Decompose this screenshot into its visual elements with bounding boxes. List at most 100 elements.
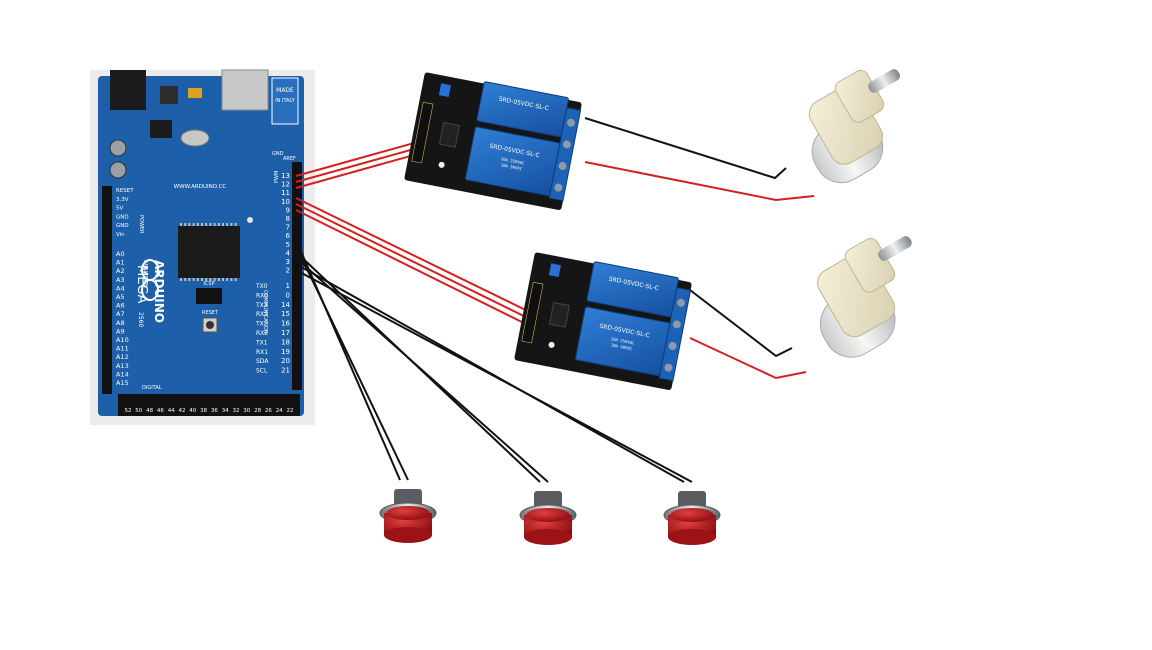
mcu-pin xyxy=(201,278,203,281)
digital-pin-46: 46 xyxy=(157,408,164,414)
pwm-pin-12: 12 xyxy=(281,181,290,189)
button-cap-bottom xyxy=(668,529,716,545)
button-cap-top xyxy=(386,506,430,520)
crystal xyxy=(180,129,210,147)
digital-pin-26: 26 xyxy=(265,408,272,414)
pwm-pin-10: 10 xyxy=(281,198,290,206)
comm-pin-name-1: TX0 xyxy=(255,283,268,290)
microcontroller-chip xyxy=(178,226,240,278)
comm-pin-name-16: TX2 xyxy=(255,321,268,328)
power-jack xyxy=(110,70,146,110)
wire-pin10-to-relay2 xyxy=(295,197,543,319)
capacitor-2 xyxy=(109,161,127,179)
analog-pin-a0: A0 xyxy=(116,250,125,258)
comm-header xyxy=(292,280,302,390)
screw-1 xyxy=(566,118,575,127)
digital-pin-30: 30 xyxy=(243,408,250,414)
input-header xyxy=(411,101,434,164)
mcu-pin xyxy=(184,223,187,226)
model-num-text: 2560 xyxy=(137,312,144,327)
analog-label: ANALOG IN xyxy=(142,260,148,288)
motor-shaft xyxy=(878,236,912,261)
wire-gnd-to-button2 xyxy=(295,257,549,483)
relay-module-bottom: SRD-05VDC-SL-C SRD-05VDC-SL-C 10A 250VAC… xyxy=(514,252,692,390)
comm-pin-name-19: RX1 xyxy=(256,349,268,356)
wire-gnd-to-button3 xyxy=(295,269,693,483)
analog-pin-a11: A11 xyxy=(116,345,129,353)
comm-pin-num-20: 20 xyxy=(281,357,290,365)
power-label: POWER xyxy=(138,215,144,234)
status-led xyxy=(548,341,555,348)
mcu-pin xyxy=(226,223,229,226)
pwm-header xyxy=(292,162,302,286)
relay-2-rating-1: 10A 250VAC xyxy=(500,156,525,166)
icsp-header xyxy=(196,288,222,304)
power-pin-5: Vin xyxy=(116,232,125,238)
digital-label: DIGITAL xyxy=(142,385,162,391)
pwm-pin-5: 5 xyxy=(286,241,290,249)
pwm-pin-11: 11 xyxy=(281,189,290,197)
usb-chip xyxy=(150,120,172,138)
wire-pin8-to-relay2 xyxy=(295,209,543,333)
made-label: MADE xyxy=(276,87,294,94)
comm-pin-num-16: 16 xyxy=(281,320,290,328)
pwm-pin-3: 3 xyxy=(286,258,290,266)
comm-pin-name-14: TX3 xyxy=(255,302,268,309)
digital-pin-52: 52 xyxy=(125,408,132,414)
digital-pin-22: 22 xyxy=(287,408,294,414)
analog-pin-a6: A6 xyxy=(116,302,125,310)
mcu-pin xyxy=(217,223,220,226)
analog-pin-a9: A9 xyxy=(116,327,125,335)
analog-pin-a13: A13 xyxy=(116,362,129,370)
comm-pin-name-0: RX0 xyxy=(256,292,268,299)
mcu-pin xyxy=(192,278,195,281)
mcu-pin xyxy=(205,223,208,226)
wire-pin12-to-relay1 xyxy=(295,143,433,183)
dc-gear-motor-bottom xyxy=(817,236,912,358)
optocoupler xyxy=(438,121,461,148)
mcu-pin xyxy=(226,278,229,281)
digital-pin-34: 34 xyxy=(222,408,229,414)
analog-pin-a14: A14 xyxy=(116,370,129,378)
comm-pin-num-21: 21 xyxy=(281,367,290,375)
screw-4 xyxy=(554,183,563,192)
status-led xyxy=(438,161,445,168)
digital-pin-32: 32 xyxy=(233,408,240,414)
button-cap-bottom xyxy=(384,527,432,543)
digital-pin-44: 44 xyxy=(168,408,175,414)
analog-pin-a12: A12 xyxy=(116,353,129,361)
comm-pin-num-14: 14 xyxy=(281,301,290,309)
fuse xyxy=(188,88,202,98)
mcu-pin xyxy=(230,223,233,226)
pwm-label: PWM xyxy=(274,171,280,183)
mcu-pin xyxy=(196,223,199,226)
mcu-pin xyxy=(180,223,182,226)
digital-pin-50: 50 xyxy=(135,408,142,414)
gnd-label: GND xyxy=(272,151,284,157)
jumper xyxy=(548,263,561,277)
mcu-pin xyxy=(196,278,199,281)
pwm-pin-13: 13 xyxy=(281,172,290,180)
mcu-pin xyxy=(213,223,216,226)
optocoupler xyxy=(548,301,571,328)
model-text: MEGA xyxy=(134,265,149,304)
aref-label: AREF xyxy=(283,156,296,162)
led xyxy=(247,217,253,223)
button-cap-top xyxy=(670,508,714,522)
mcu-pin xyxy=(184,278,187,281)
digital-pin-48: 48 xyxy=(146,408,153,414)
button-cap-top xyxy=(526,508,570,522)
power-pin-4: GND xyxy=(116,223,129,229)
arduino-logo xyxy=(141,259,159,301)
jumper xyxy=(438,83,451,97)
screw-1 xyxy=(676,298,685,307)
mcu-pin xyxy=(205,278,208,281)
mcu-pin xyxy=(234,278,237,281)
mcu-pin xyxy=(222,278,224,281)
mcu-pin xyxy=(188,223,191,226)
